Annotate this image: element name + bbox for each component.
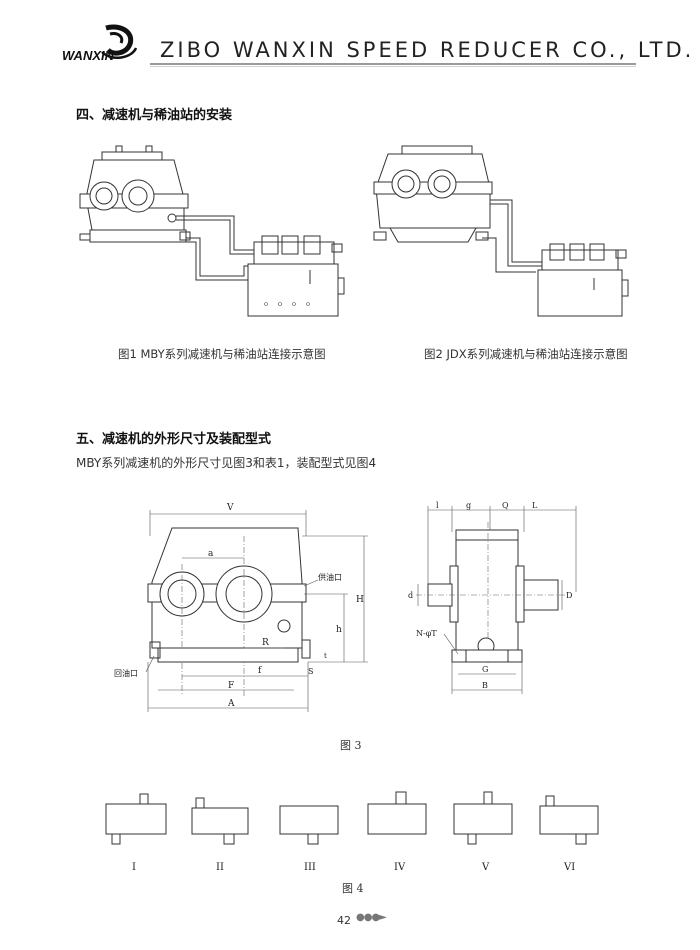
label-V: V	[226, 503, 234, 513]
section5-description: MBY系列减速机的外形尺寸见图3和表1，装配型式见图4	[76, 456, 377, 470]
label-f: f	[258, 666, 262, 676]
label-l: l	[436, 501, 439, 510]
label-Q: Q	[502, 501, 509, 510]
company-name: ZIBO WANXIN SPEED REDUCER CO., LTD.	[160, 38, 695, 62]
section5-title: 五、减速机的外形尺寸及装配型式	[76, 432, 272, 447]
section4-title: 四、减速机与稀油站的安装	[76, 108, 233, 123]
label-R: R	[262, 638, 269, 648]
label-D: D	[566, 591, 572, 600]
label-d: d	[408, 591, 413, 600]
assembly-form-4	[367, 791, 427, 835]
assembly-label-2: II	[216, 862, 224, 873]
assembly-label-1: I	[132, 862, 136, 873]
assembly-form-6	[539, 795, 599, 845]
label-oil-supply: 供油口	[318, 572, 342, 582]
figure4-caption: 图 4	[342, 882, 364, 895]
assembly-label-5: V	[482, 862, 490, 873]
label-oil-return: 回油口	[114, 668, 138, 678]
label-B: B	[482, 681, 488, 690]
assembly-label-6: VI	[564, 862, 576, 873]
assembly-label-4: IV	[394, 862, 406, 873]
label-g: g	[466, 501, 471, 510]
label-t: t	[324, 652, 327, 660]
assembly-form-2	[191, 797, 249, 845]
figure1-caption: 图1 MBY系列减速机与稀油站连接示意图	[118, 347, 326, 361]
label-F: F	[228, 681, 234, 691]
label-N-phi-T: N-φT	[416, 629, 437, 638]
assembly-form-1	[105, 793, 167, 845]
page-number: 42	[337, 914, 351, 927]
figure2-caption: 图2 JDX系列减速机与稀油站连接示意图	[424, 347, 628, 361]
figure1-mby-oil-station-diagram	[79, 145, 345, 317]
label-H: H	[356, 595, 364, 605]
label-S: S	[308, 667, 313, 676]
figure3-front-view-diagram: V a 供油口 回油口 R f S F A H h t	[114, 503, 368, 712]
figure3-caption: 图 3	[340, 739, 362, 752]
header-rule-secondary	[150, 66, 636, 67]
assembly-label-3: III	[304, 862, 316, 873]
brand-wordmark: WANXIN	[62, 48, 114, 63]
figure3-side-view-diagram: l g Q L d D N-φT G B	[408, 501, 577, 694]
label-a: a	[208, 549, 214, 559]
label-A: A	[227, 699, 235, 709]
label-G: G	[482, 665, 488, 674]
label-h: h	[336, 625, 342, 635]
page-arrows-icon: ●●●►	[356, 912, 387, 923]
figure4-assembly-forms-diagram	[105, 791, 599, 845]
label-L: L	[532, 501, 538, 510]
figure2-jdx-oil-station-diagram	[373, 145, 629, 317]
assembly-form-3	[279, 805, 339, 845]
wanxin-logo-icon	[101, 24, 138, 60]
assembly-form-5	[453, 791, 513, 845]
header-rule	[150, 63, 636, 65]
